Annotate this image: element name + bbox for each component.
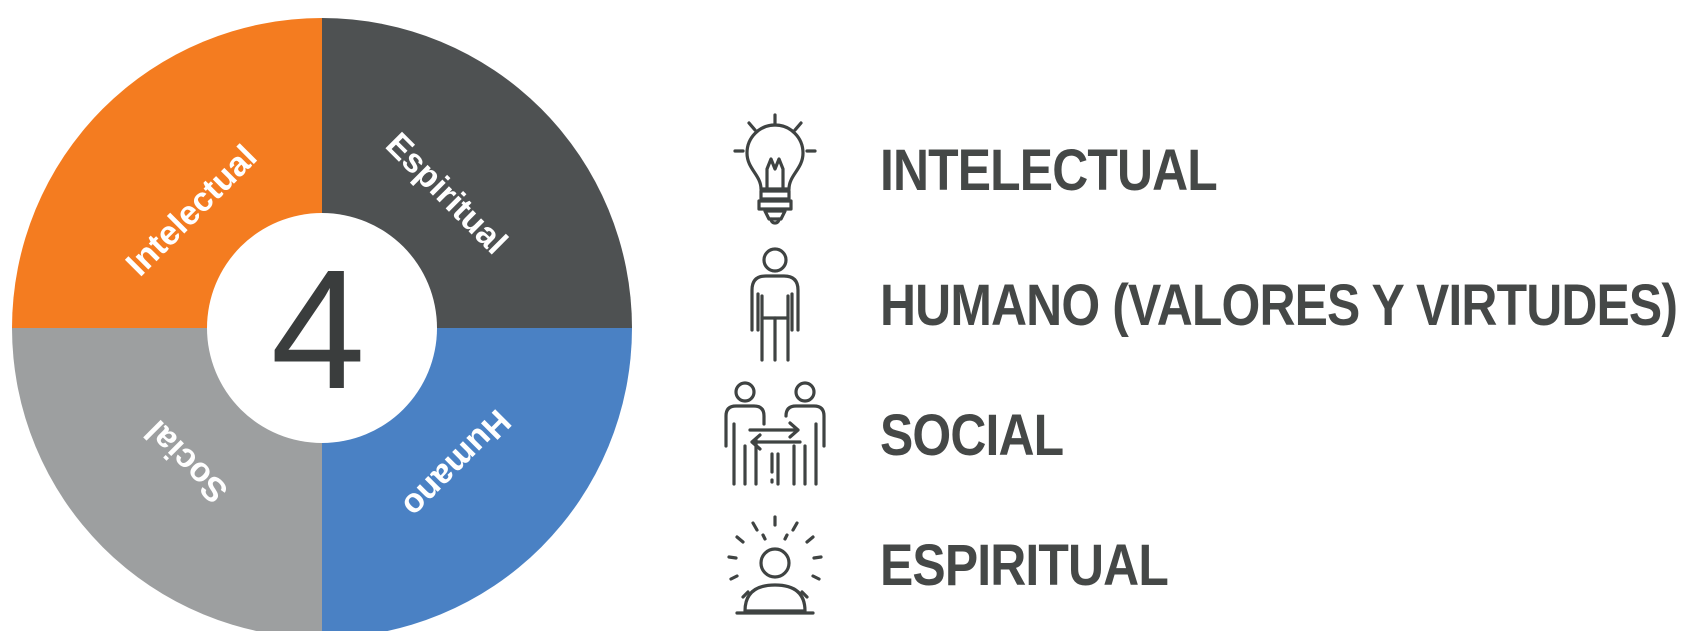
dimensions-wheel: Intelectual Espiritual Humano Social 4 xyxy=(12,18,632,631)
person-icon xyxy=(720,245,830,365)
center-hole xyxy=(207,213,437,443)
legend-label: INTELECTUAL xyxy=(880,137,1218,203)
legend-label: SOCIAL xyxy=(880,402,1064,468)
legend-label: ESPIRITUAL xyxy=(880,532,1169,598)
legend-item-humano: HUMANO (VALORES Y VIRTUDES) xyxy=(720,245,1682,365)
legend-item-social: SOCIAL xyxy=(720,375,1093,495)
radiant-person-icon xyxy=(720,505,830,625)
lightbulb-icon xyxy=(720,110,830,230)
center-number: 4 xyxy=(271,235,366,425)
legend-item-intelectual: INTELECTUAL xyxy=(720,110,1272,230)
people-exchange-icon xyxy=(720,375,830,495)
legend-item-espiritual: ESPIRITUAL xyxy=(720,505,1215,625)
legend-label: HUMANO (VALORES Y VIRTUDES) xyxy=(880,272,1678,338)
